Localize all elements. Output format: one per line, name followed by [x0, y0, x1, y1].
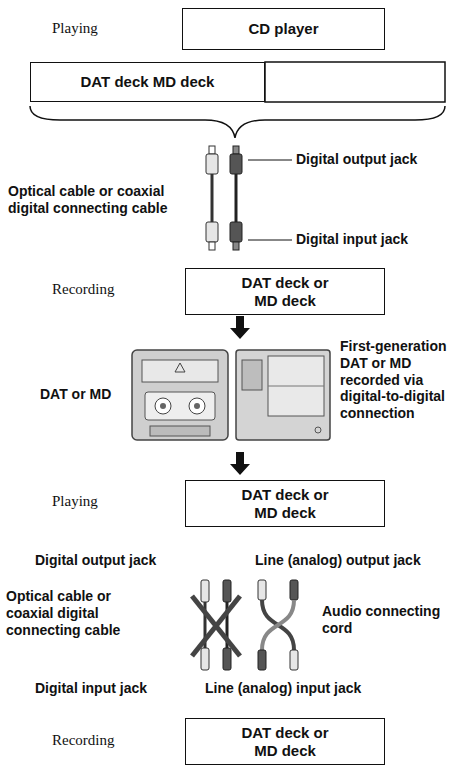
step-label: Recording — [52, 731, 114, 749]
device-name: DAT deck or MD deck — [230, 724, 340, 759]
digital-cable — [206, 146, 242, 250]
device-box: DAT deck MD deck — [30, 62, 265, 102]
leader-line — [248, 240, 292, 241]
dat-cassette — [132, 350, 228, 440]
part-label: Line (analog) input jack — [205, 680, 361, 697]
device-box: DAT deck or MD deck — [185, 268, 385, 315]
part-label: Audio connecting cord — [322, 603, 462, 637]
device-name: DAT deck MD deck — [81, 73, 215, 90]
part-label: Optical cable or coaxial digital connect… — [8, 183, 196, 217]
audio-cord — [258, 580, 298, 670]
device-box: DAT deck or MD deck — [185, 718, 385, 765]
part-label: DAT or MD — [40, 386, 111, 403]
down-arrow — [230, 452, 250, 475]
device-box: DAT deck or MD deck — [185, 480, 385, 527]
device-name: DAT deck or MD deck — [230, 486, 340, 521]
crossed-out-digital-cable — [192, 580, 240, 670]
empty-deck-box — [265, 62, 445, 102]
device-name: CD player — [248, 20, 318, 37]
minidisc — [236, 350, 330, 440]
part-label: Line (analog) output jack — [255, 552, 421, 569]
part-label: Digital input jack — [296, 231, 408, 248]
step-label: Playing — [52, 19, 98, 37]
device-name: DAT deck or MD deck — [230, 274, 340, 309]
step-label: Playing — [52, 492, 98, 510]
part-label: First-generation DAT or MD recorded via … — [340, 338, 468, 422]
down-arrow — [230, 316, 250, 339]
part-label: Digital input jack — [35, 680, 147, 697]
part-label: Digital output jack — [296, 151, 417, 168]
grouping-brace — [30, 106, 445, 138]
leader-line — [248, 160, 292, 161]
step-label: Recording — [52, 280, 114, 298]
part-label: Digital output jack — [35, 552, 156, 569]
device-box: CD player — [182, 8, 385, 50]
part-label: Optical cable or coaxial digital connect… — [6, 588, 156, 638]
